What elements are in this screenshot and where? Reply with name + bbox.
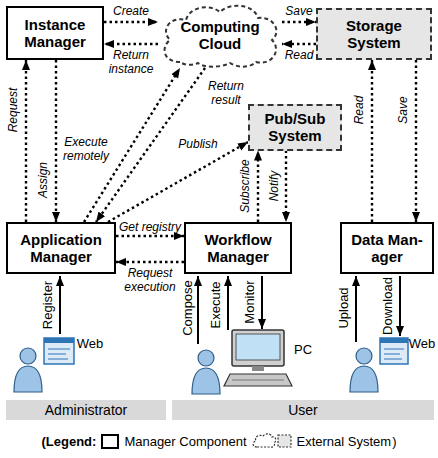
pc-icon [224,330,292,386]
node-label: Storage System [324,17,424,52]
edge-label: Request execution [120,267,180,295]
dotted-connector [55,60,57,222]
user-arrows [60,276,400,344]
monitor-arrow [261,276,263,329]
edge-label: Read [353,96,367,125]
legend-swatch [252,433,292,449]
dotted-connector [104,21,158,23]
annotation-label: Execute [209,282,224,329]
annotation-label: Web [77,337,104,352]
external-system-box: Pub/Sub System [248,104,342,151]
compose-arrow [197,276,199,344]
execute-arrow [227,276,229,330]
dotted-connector [25,60,27,222]
register-arrow [59,276,61,334]
legend-heading: ) [392,434,396,449]
edge-label: Assign [37,162,51,198]
node-label: Administrator [45,402,127,418]
edge-label: Create [113,5,149,19]
dotted-connector [116,235,184,237]
admin-person-icon [14,348,42,392]
manager-box: Instance Manager [6,6,104,60]
node-label: Application Manager [14,231,108,266]
web-browser-icon [380,338,408,364]
legend: (Legend: Manager Component External System… [0,430,438,452]
edge-label: Get registry [119,221,181,235]
legend-text: External System [297,434,392,449]
edge-label: Execute remotely [60,136,112,164]
upload-arrow [355,276,357,342]
web-browser-icon [44,338,74,364]
legend-text: Manager Component [124,434,246,449]
edge-label: Return instance [106,49,156,77]
dotted-connector [116,261,184,263]
edge-label: Save [285,5,312,19]
cloud-shape: Computing Cloud [158,2,282,68]
dotted-connector [415,60,417,222]
edge-label: Notify [268,171,282,202]
dotted-connector [285,151,287,223]
annotation-label: Download [381,277,396,335]
manager-box: Application Manager [6,222,116,274]
dotted-connector [257,151,259,223]
edge-label: Publish [178,138,217,152]
legend-swatch [101,434,119,449]
role-band: User [172,400,434,420]
dotted-connector [282,43,316,45]
manager-box: Workflow Manager [184,222,292,274]
edge-label: Return result [201,80,251,108]
node-label: Workflow Manager [192,231,284,266]
annotation-label: Web [409,337,436,352]
edge-label: Request [7,88,21,133]
cloud-path [165,6,277,67]
node-label: Instance Manager [14,16,96,51]
dotted-connector [282,21,316,23]
user-person-icon [192,350,220,394]
node-label: User [288,402,318,418]
annotation-label: PC [294,343,312,358]
role-band: Administrator [6,400,166,420]
node-label: Computing Cloud [164,18,276,53]
edge-label: Subscribe [239,159,253,212]
manager-box: Data Man- ager [340,222,434,274]
data-person-icon [350,348,378,392]
download-arrow [399,276,401,336]
annotation-label: Monitor [243,280,258,323]
annotation-label: Register [41,281,56,329]
external-system-box: Storage System [316,8,432,60]
edge-label: Read [285,49,314,63]
legend-heading: (Legend: [41,434,96,449]
edge-label: Save [397,96,411,123]
dotted-connector [108,142,248,222]
dotted-connector [371,60,373,222]
node-label: Pub/Sub System [256,110,334,145]
annotation-label: Upload [337,287,352,328]
annotation-label: Compose [181,280,196,336]
dotted-connector [104,43,158,45]
node-label: Data Man- ager [348,231,426,266]
